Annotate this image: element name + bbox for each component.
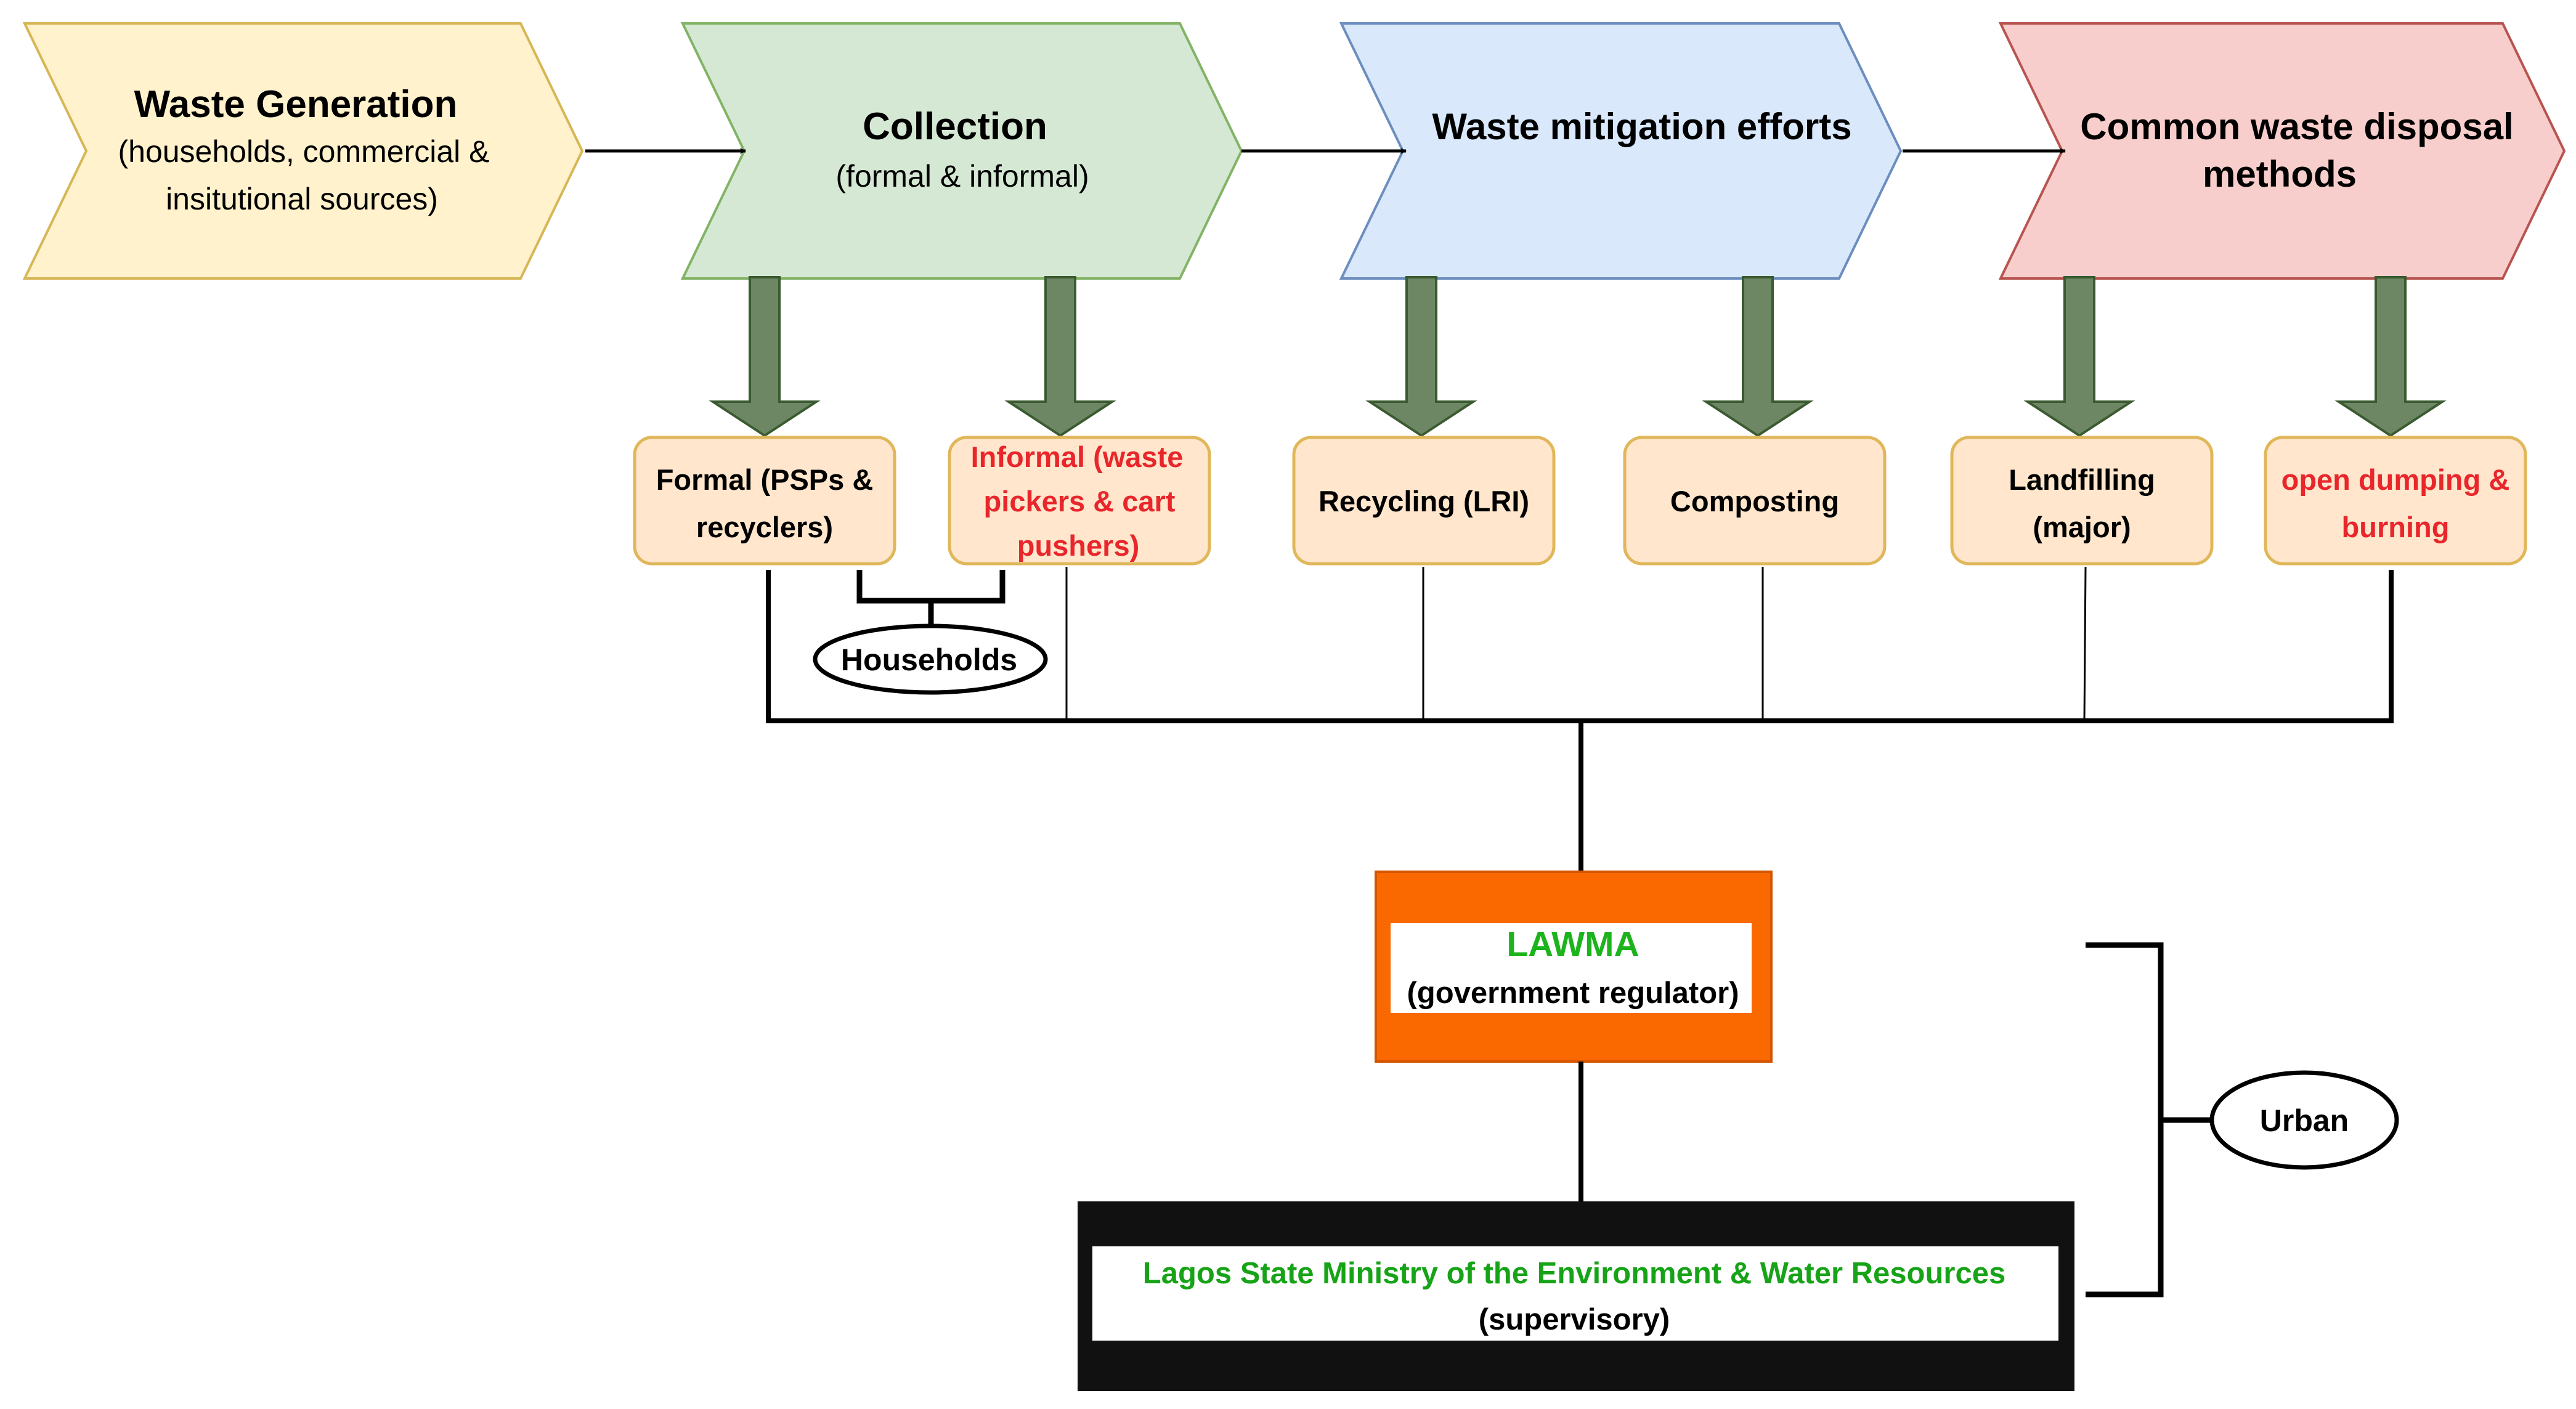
urban-bracket bbox=[2086, 942, 2214, 1297]
stage-waste-generation-subtitle-line-2: insitutional sources) bbox=[166, 182, 438, 216]
households-ellipse bbox=[813, 623, 1048, 695]
stage-collection-subtitle: (formal & informal) bbox=[835, 159, 1089, 193]
box-formal-line-2: recyclers) bbox=[696, 511, 833, 543]
down-arrow-composting bbox=[1702, 276, 1814, 437]
down-arrow-informal bbox=[1004, 276, 1116, 437]
lawma-box: LAWMA (government regulator) bbox=[1375, 871, 1773, 1063]
box-landfilling-line-1: Landfilling bbox=[2009, 463, 2155, 496]
urban-label: Urban bbox=[2260, 1103, 2349, 1138]
urban-ellipse bbox=[2209, 1070, 2399, 1170]
box-recycling: Recycling (LRI) bbox=[1292, 436, 1556, 566]
down-arrow-landfilling bbox=[2023, 276, 2135, 437]
stage-common-disposal: Common waste disposal methods bbox=[1998, 22, 2566, 280]
stage-collection-title: Collection bbox=[863, 105, 1047, 148]
households-label: Households bbox=[841, 643, 1017, 677]
stage-common-disposal-title-line-1: Common waste disposal bbox=[2080, 106, 2513, 147]
box-informal-line-1: Informal (waste bbox=[971, 441, 1184, 473]
connector-landfilling bbox=[2083, 566, 2087, 721]
households-bracket bbox=[856, 570, 1006, 625]
lawma-title: LAWMA bbox=[1506, 925, 1639, 964]
down-arrow-recycling bbox=[1365, 276, 1477, 437]
box-composting-label: Composting bbox=[1670, 485, 1839, 518]
stage-waste-generation-title: Waste Generation bbox=[134, 83, 458, 126]
box-landfilling: Landfilling (major) bbox=[1950, 436, 2214, 566]
ministry-box: Lagos State Ministry of the Environment … bbox=[1078, 1201, 2074, 1391]
stage-waste-generation-subtitle-line-1: (households, commercial & bbox=[118, 134, 489, 169]
ministry-subtitle: (supervisory) bbox=[1479, 1303, 1670, 1336]
stage-waste-generation: Waste Generation (households, commercial… bbox=[22, 22, 584, 280]
box-informal-line-2: pickers & cart bbox=[984, 485, 1176, 518]
box-open-dumping-line-1: open dumping & bbox=[2281, 463, 2510, 496]
stage-common-disposal-title-line-2: methods bbox=[2203, 153, 2357, 195]
box-open-dumping: open dumping & burning bbox=[2264, 436, 2527, 566]
box-composting: Composting bbox=[1623, 436, 1887, 566]
box-recycling-label: Recycling (LRI) bbox=[1318, 485, 1529, 518]
box-landfilling-line-2: (major) bbox=[2033, 511, 2131, 543]
box-formal-line-1: Formal (PSPs & bbox=[656, 463, 874, 496]
box-open-dumping-line-2: burning bbox=[2342, 511, 2450, 543]
box-informal-line-3: pushers) bbox=[1017, 529, 1140, 562]
lawma-subtitle: (government regulator) bbox=[1407, 977, 1739, 1010]
stage-collection: Collection (formal & informal) bbox=[680, 22, 1243, 280]
down-arrow-formal bbox=[709, 276, 821, 437]
down-arrow-open-dumping bbox=[2334, 276, 2447, 437]
stage-waste-mitigation-title: Waste mitigation efforts bbox=[1432, 106, 1851, 147]
box-formal: Formal (PSPs & recyclers) bbox=[633, 436, 896, 566]
stage-waste-mitigation: Waste mitigation efforts bbox=[1339, 22, 1903, 280]
box-informal: Informal (waste pickers & cart pushers) bbox=[948, 436, 1211, 566]
ministry-title: Lagos State Ministry of the Environment … bbox=[1143, 1257, 2005, 1290]
